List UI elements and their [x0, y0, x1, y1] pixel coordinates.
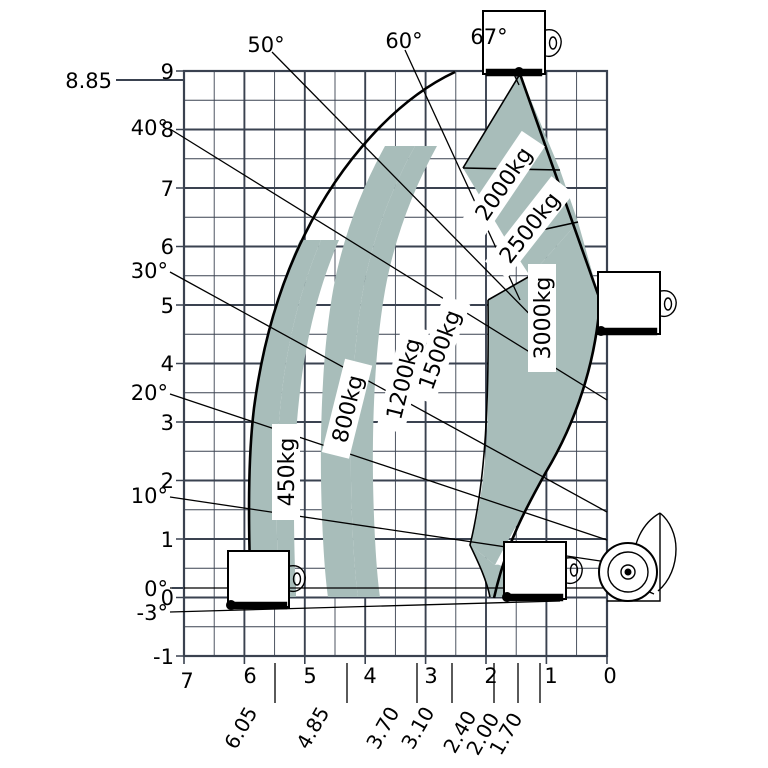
crane-head-ground — [226, 550, 306, 610]
load-label-3000kg-text: 3000kg — [531, 277, 556, 360]
y-tick-7: 7 — [161, 177, 174, 201]
y-tick-8: 8 — [161, 118, 174, 142]
axis-group — [116, 70, 608, 664]
crane-head-mid — [596, 271, 677, 336]
x-tick-6: 6 — [243, 664, 256, 688]
x-tick-4: 4 — [363, 664, 376, 688]
x-axis-labels: 7 6 5 4 3 2 1 0 — [180, 664, 616, 693]
y-tick-5: 5 — [161, 294, 174, 318]
zone-1500kg — [350, 146, 437, 597]
truck-wheel-assembly — [598, 512, 677, 602]
angle-label-67: 67° — [470, 25, 507, 49]
crane-head-top — [482, 10, 562, 77]
y-ticks — [176, 70, 184, 657]
y-tick-6: 6 — [161, 235, 174, 259]
zone-3000kg — [470, 222, 600, 565]
y-tick-3: 3 — [161, 411, 174, 435]
y-tick-0: 0 — [161, 586, 174, 610]
angle-label-0: 0° — [144, 577, 168, 601]
angle-label-20: 20° — [131, 381, 168, 405]
zone-left-edge-3000 — [469, 299, 491, 598]
outer-envelope-curve — [247, 71, 456, 601]
angle-ray-neg3 — [169, 600, 561, 613]
angle-label-50: 50° — [247, 33, 284, 57]
zone-divider-3000-edge — [487, 275, 531, 301]
max-height-annotation: 8.85 — [65, 69, 112, 93]
x-tick-3: 3 — [424, 664, 437, 688]
y-tick-9: 9 — [161, 60, 174, 84]
x-tick-1: 1 — [544, 664, 557, 688]
angle-ray-50 — [271, 51, 556, 341]
x-tick-2: 2 — [484, 664, 497, 688]
load-label-3000kg: 3000kg — [528, 264, 556, 372]
angle-ray-20 — [169, 393, 608, 541]
x-tick-7: 7 — [180, 669, 193, 693]
outreach-label-310: 3.10 — [396, 703, 439, 754]
angle-labels-top: 50° 60° 67° — [247, 25, 507, 57]
angle-labels: -3° 0° 10° 20° 30° 40° — [131, 116, 168, 625]
y-tick-neg1: -1 — [153, 645, 174, 669]
x-ticks — [183, 656, 608, 664]
x-tick-5: 5 — [303, 664, 316, 688]
angle-label-40: 40° — [131, 116, 168, 140]
zone-450kg — [249, 240, 321, 597]
x-tick-0: 0 — [603, 664, 616, 688]
angle-label-10: 10° — [131, 484, 168, 508]
zone-1200kg — [320, 146, 415, 597]
load-label-450kg-text: 450kg — [275, 438, 300, 507]
load-label-450kg: 450kg — [272, 424, 300, 520]
y-axis-labels: 9 8 7 6 5 4 3 2 1 0 -1 — [153, 60, 174, 669]
y-tick-4: 4 — [161, 352, 174, 376]
outreach-label-485: 4.85 — [291, 703, 334, 754]
outreach-leaders — [274, 663, 541, 703]
outreach-label-370: 3.70 — [361, 703, 404, 754]
angle-label-30: 30° — [131, 259, 168, 283]
outreach-label-605: 6.05 — [219, 703, 262, 754]
crane-head-low — [502, 541, 583, 602]
y-tick-2: 2 — [161, 469, 174, 493]
angle-label-neg3: -3° — [137, 601, 168, 625]
outreach-labels: 6.05 4.85 3.70 3.10 2.40 2.00 1.70 — [219, 703, 527, 760]
zone-boundaries — [247, 71, 602, 601]
y-tick-1: 1 — [161, 528, 174, 552]
angle-label-60: 60° — [385, 29, 422, 53]
zone-left-edge-2000 — [462, 73, 521, 169]
